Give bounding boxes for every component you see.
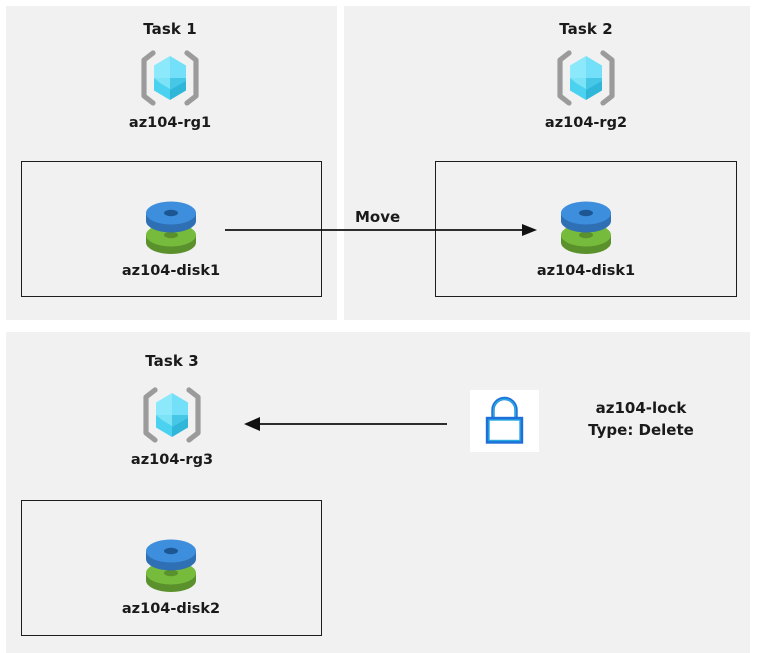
- resource-group-cube-icon: [135, 385, 209, 445]
- lock-info-text: az104-lock Type: Delete: [541, 398, 741, 442]
- task-1-title: Task 1: [143, 20, 197, 38]
- resource-group-label-rg2: az104-rg2: [544, 115, 628, 131]
- disk-node-az104-disk1-target: az104-disk1: [511, 197, 661, 279]
- resource-group-label-rg3: az104-rg3: [130, 452, 214, 468]
- padlock-icon: [485, 396, 524, 444]
- disk-label-az104-disk1-source: az104-disk1: [121, 263, 221, 279]
- disk-label-az104-disk2: az104-disk2: [121, 601, 221, 617]
- task-2-title: Task 2: [559, 20, 613, 38]
- resource-group-node-rg3: az104-rg3: [97, 385, 247, 468]
- resource-group-label-rg1: az104-rg1: [128, 115, 212, 131]
- managed-disk-icon: [136, 535, 206, 597]
- managed-disk-icon: [136, 197, 206, 259]
- move-arrow-label: Move: [355, 208, 401, 226]
- task-3-title: Task 3: [145, 352, 199, 370]
- disk-label-az104-disk1-target: az104-disk1: [536, 263, 636, 279]
- resource-group-cube-icon: [133, 48, 207, 108]
- resource-group-node-rg1: az104-rg1: [95, 48, 245, 131]
- lock-type: Type: Delete: [588, 420, 694, 439]
- lock-card: [470, 390, 539, 452]
- resource-group-node-rg2: az104-rg2: [511, 48, 661, 131]
- disk-node-az104-disk2: az104-disk2: [96, 535, 246, 617]
- lock-name: az104-lock: [595, 399, 687, 417]
- managed-disk-icon: [551, 197, 621, 259]
- disk-node-az104-disk1-source: az104-disk1: [96, 197, 246, 279]
- resource-group-cube-icon: [549, 48, 623, 108]
